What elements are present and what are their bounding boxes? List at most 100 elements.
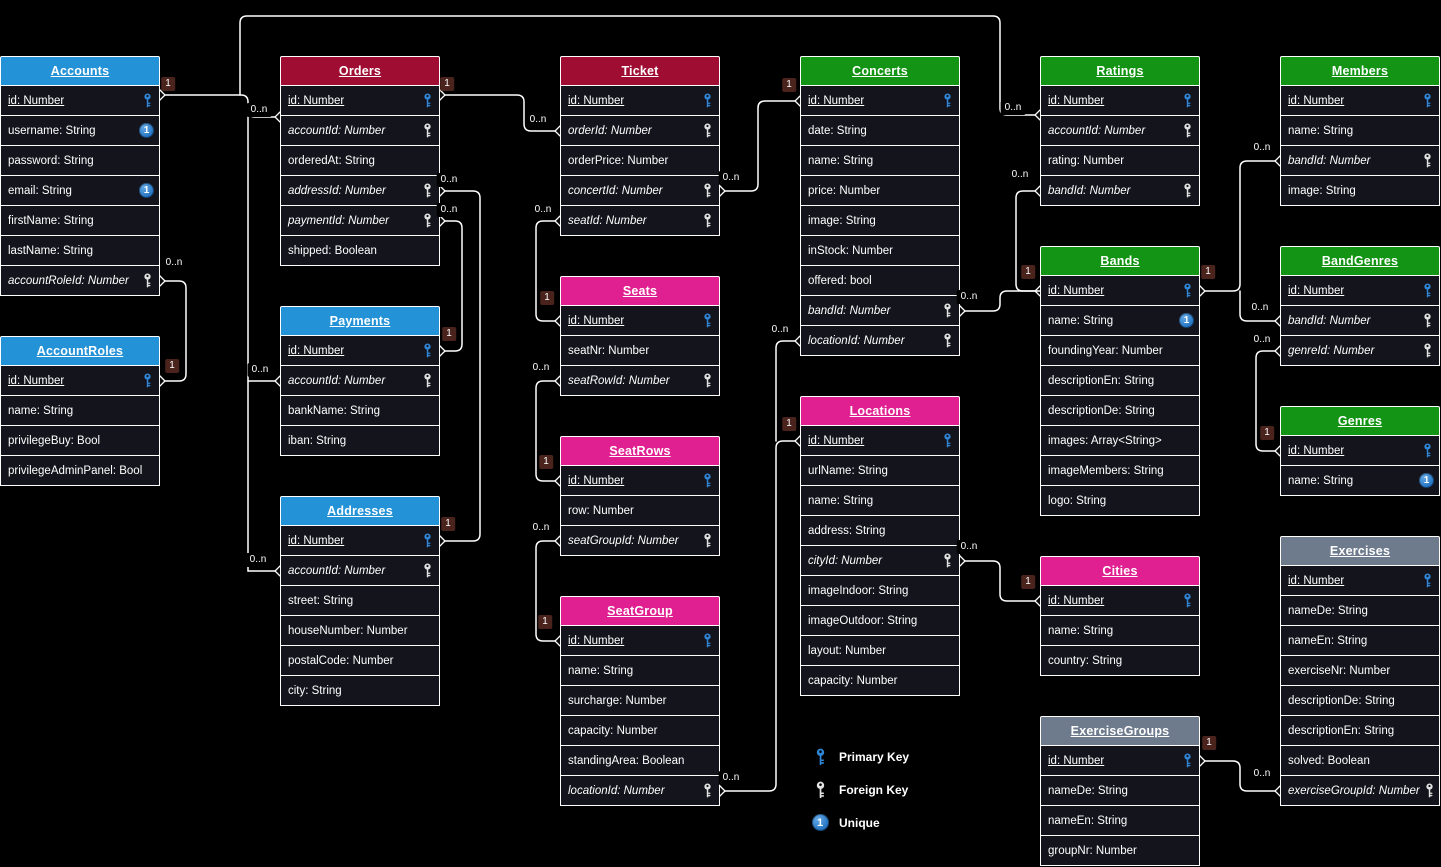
table-exercises-row-descriptionDe[interactable]: descriptionDe: String [1280,686,1440,716]
table-cities-row-name[interactable]: name: String [1040,616,1200,646]
table-seatgroup-row-surcharge[interactable]: surcharge: Number [560,686,720,716]
table-ticket-row-concertId[interactable]: concertId: Number [560,176,720,206]
table-exercisegroups-header[interactable]: ExerciseGroups [1040,716,1200,746]
table-bands-row-id[interactable]: id: Number [1040,276,1200,306]
table-addresses-row-city[interactable]: city: String [280,676,440,706]
table-ratings-row-accountId[interactable]: accountId: Number [1040,116,1200,146]
table-ratings-header[interactable]: Ratings [1040,56,1200,86]
table-accounts-row-lastName[interactable]: lastName: String [0,236,160,266]
table-orders-row-id[interactable]: id: Number [280,86,440,116]
table-concerts-row-image[interactable]: image: String [800,206,960,236]
table-concerts-row-name[interactable]: name: String [800,146,960,176]
table-locations-row-capacity[interactable]: capacity: Number [800,666,960,696]
table-ticket-row-orderPrice[interactable]: orderPrice: Number [560,146,720,176]
table-payments-row-id[interactable]: id: Number [280,336,440,366]
table-accounts-row-firstName[interactable]: firstName: String [0,206,160,236]
table-addresses-row-street[interactable]: street: String [280,586,440,616]
table-ticket-header[interactable]: Ticket [560,56,720,86]
table-exercises-row-nameEn[interactable]: nameEn: String [1280,626,1440,656]
table-seatgroup-row-name[interactable]: name: String [560,656,720,686]
table-orders-row-orderedAt[interactable]: orderedAt: String [280,146,440,176]
table-concerts-row-price[interactable]: price: Number [800,176,960,206]
table-bands-row-foundingYear[interactable]: foundingYear: Number [1040,336,1200,366]
table-bandgenres-row-bandId[interactable]: bandId: Number [1280,306,1440,336]
table-concerts-row-inStock[interactable]: inStock: Number [800,236,960,266]
table-payments-row-bankName[interactable]: bankName: String [280,396,440,426]
table-orders-header[interactable]: Orders [280,56,440,86]
table-genres-row-id[interactable]: id: Number [1280,436,1440,466]
table-accountroles-row-name[interactable]: name: String [0,396,160,426]
table-members-row-image[interactable]: image: String [1280,176,1440,206]
table-seatrows-header[interactable]: SeatRows [560,436,720,466]
table-seats-row-seatRowId[interactable]: seatRowId: Number [560,366,720,396]
table-locations-row-name[interactable]: name: String [800,486,960,516]
table-ticket-row-id[interactable]: id: Number [560,86,720,116]
table-bandgenres-header[interactable]: BandGenres [1280,246,1440,276]
table-locations-row-id[interactable]: id: Number [800,426,960,456]
table-addresses-header[interactable]: Addresses [280,496,440,526]
table-members-row-id[interactable]: id: Number [1280,86,1440,116]
table-cities-row-country[interactable]: country: String [1040,646,1200,676]
table-concerts-row-locationId[interactable]: locationId: Number [800,326,960,356]
table-ticket-row-seatId[interactable]: seatId: Number [560,206,720,236]
table-exercises-row-id[interactable]: id: Number [1280,566,1440,596]
table-bandgenres-row-genreId[interactable]: genreId: Number [1280,336,1440,366]
table-seatgroup-row-locationId[interactable]: locationId: Number [560,776,720,806]
table-genres-header[interactable]: Genres [1280,406,1440,436]
table-addresses-row-houseNumber[interactable]: houseNumber: Number [280,616,440,646]
table-ratings-row-id[interactable]: id: Number [1040,86,1200,116]
table-exercises-row-solved[interactable]: solved: Boolean [1280,746,1440,776]
table-seatgroup-row-standingArea[interactable]: standingArea: Boolean [560,746,720,776]
table-ticket-row-orderId[interactable]: orderId: Number [560,116,720,146]
table-exercises-row-descriptionEn[interactable]: descriptionEn: String [1280,716,1440,746]
table-exercises-row-exerciseNr[interactable]: exerciseNr: Number [1280,656,1440,686]
table-exercisegroups-row-id[interactable]: id: Number [1040,746,1200,776]
table-seatgroup-header[interactable]: SeatGroup [560,596,720,626]
table-accountroles-header[interactable]: AccountRoles [0,336,160,366]
table-seatrows-row-seatGroupId[interactable]: seatGroupId: Number [560,526,720,556]
table-exercisegroups-row-nameDe[interactable]: nameDe: String [1040,776,1200,806]
table-bands-header[interactable]: Bands [1040,246,1200,276]
table-bands-row-imageMembers[interactable]: imageMembers: String [1040,456,1200,486]
table-seats-row-id[interactable]: id: Number [560,306,720,336]
table-bandgenres-row-id[interactable]: id: Number [1280,276,1440,306]
table-accounts-row-accountRoleId[interactable]: accountRoleId: Number [0,266,160,296]
table-addresses-row-accountId[interactable]: accountId: Number [280,556,440,586]
table-concerts-row-id[interactable]: id: Number [800,86,960,116]
table-concerts-row-offered[interactable]: offered: bool [800,266,960,296]
table-payments-row-iban[interactable]: iban: String [280,426,440,456]
table-exercises-row-nameDe[interactable]: nameDe: String [1280,596,1440,626]
table-members-row-name[interactable]: name: String [1280,116,1440,146]
table-seatrows-row-id[interactable]: id: Number [560,466,720,496]
table-bands-row-descriptionDe[interactable]: descriptionDe: String [1040,396,1200,426]
table-orders-row-shipped[interactable]: shipped: Boolean [280,236,440,266]
table-exercisegroups-row-groupNr[interactable]: groupNr: Number [1040,836,1200,866]
table-members-header[interactable]: Members [1280,56,1440,86]
table-locations-row-layout[interactable]: layout: Number [800,636,960,666]
table-locations-row-cityId[interactable]: cityId: Number [800,546,960,576]
table-seatrows-row-row[interactable]: row: Number [560,496,720,526]
table-seatgroup-row-capacity[interactable]: capacity: Number [560,716,720,746]
table-ratings-row-rating[interactable]: rating: Number [1040,146,1200,176]
table-accountroles-row-privilegeBuy[interactable]: privilegeBuy: Bool [0,426,160,456]
table-concerts-header[interactable]: Concerts [800,56,960,86]
table-concerts-row-date[interactable]: date: String [800,116,960,146]
table-cities-header[interactable]: Cities [1040,556,1200,586]
table-locations-row-urlName[interactable]: urlName: String [800,456,960,486]
